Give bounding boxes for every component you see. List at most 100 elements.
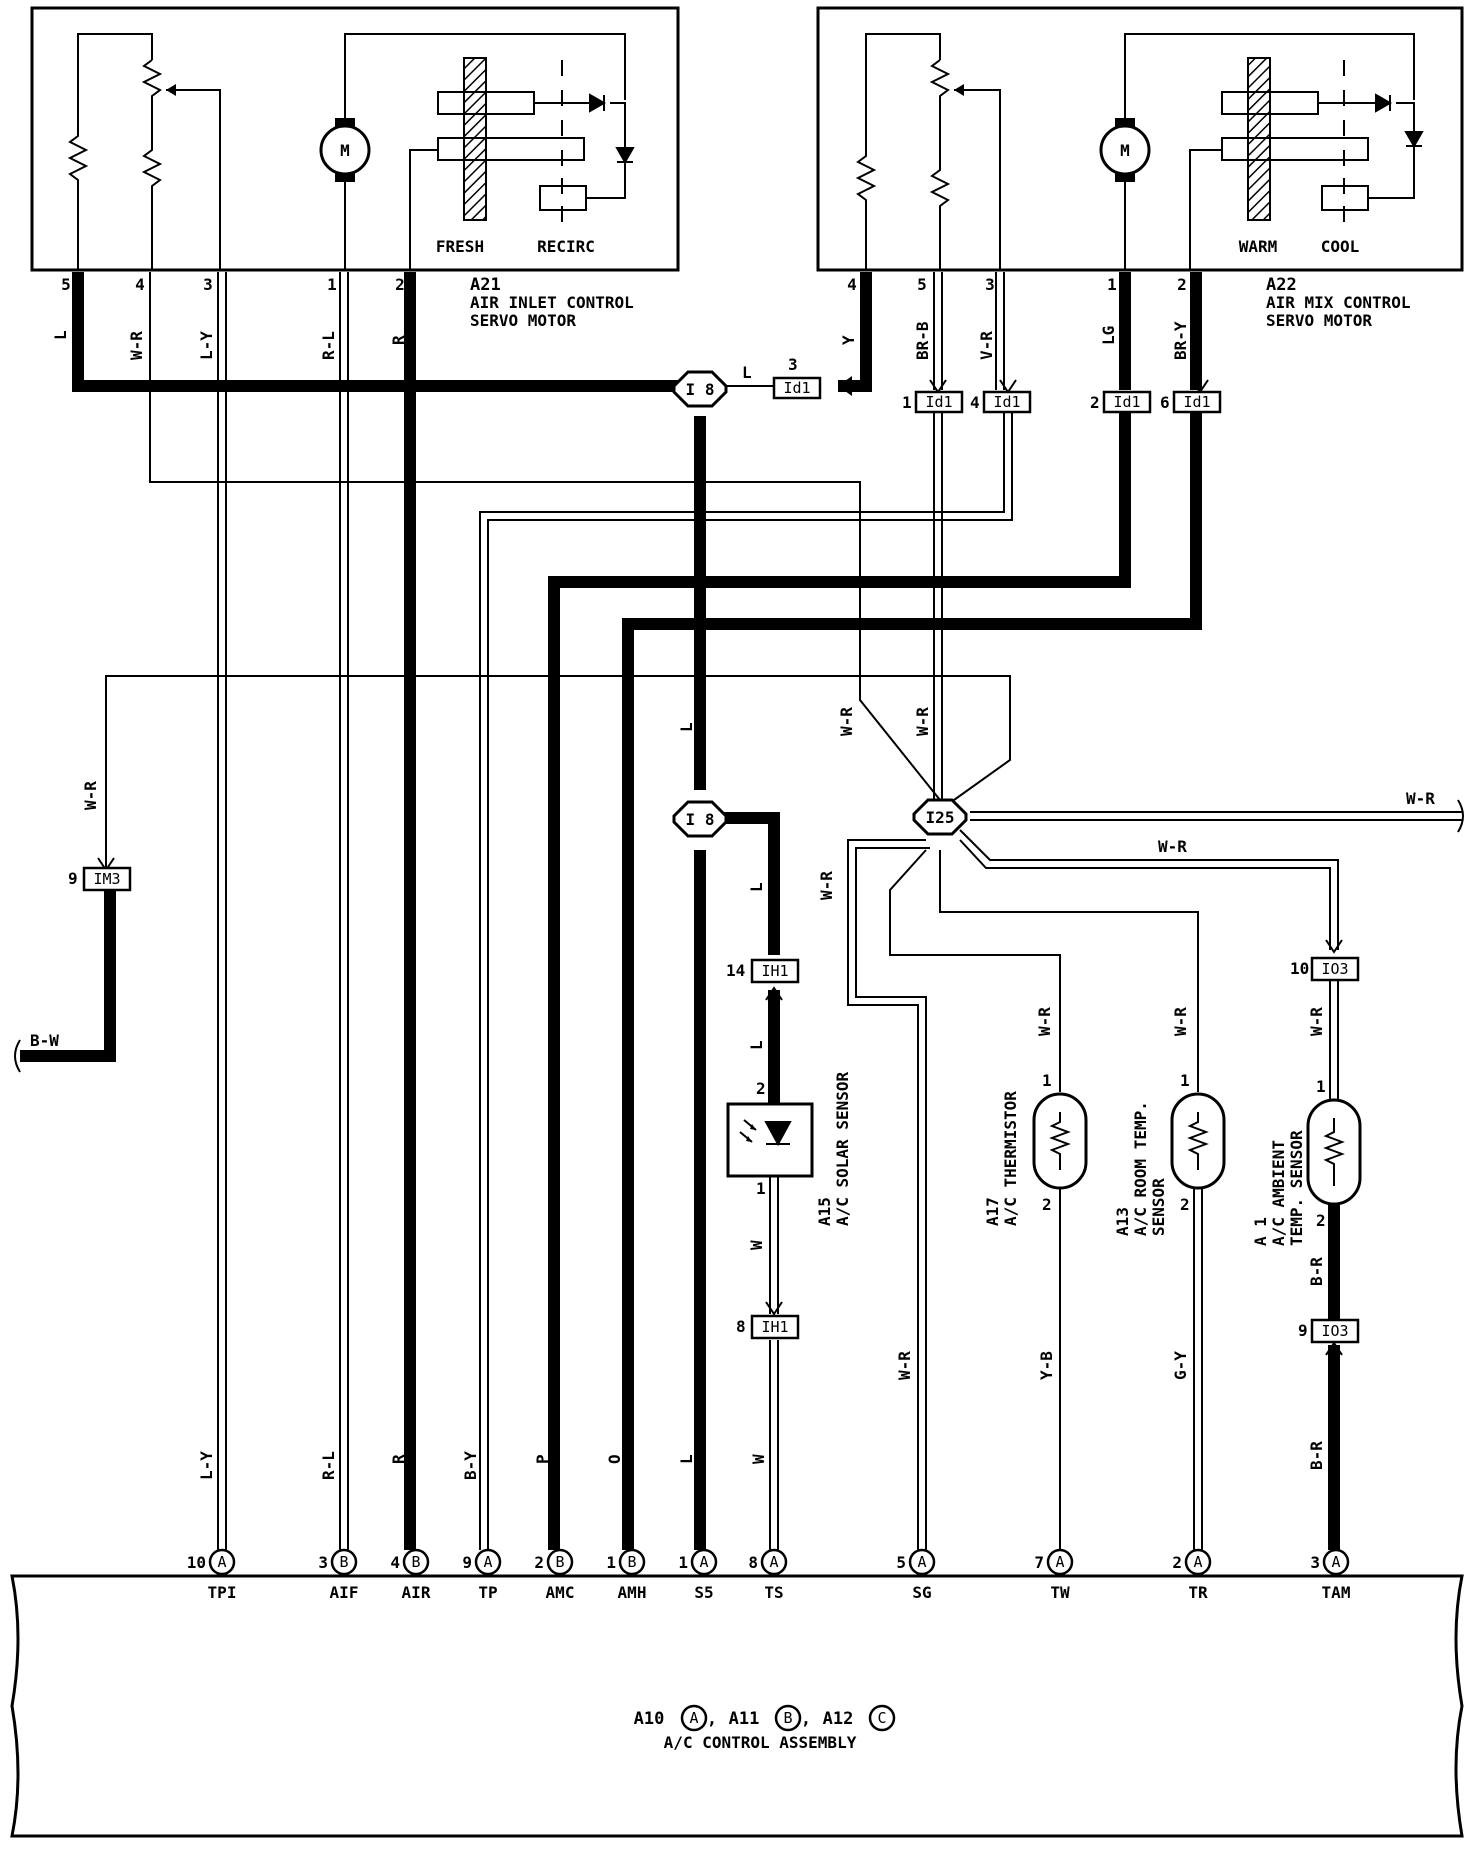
- svg-text:Id1: Id1: [783, 379, 810, 397]
- wire-label-l-i8: L: [742, 363, 752, 382]
- svg-text:2: 2: [1090, 393, 1100, 412]
- svg-text:1: 1: [756, 1179, 766, 1198]
- svg-text:A: A: [1055, 1553, 1064, 1571]
- svg-text:A12: A12: [823, 1709, 854, 1729]
- junction-i25: I25: [912, 798, 968, 836]
- svg-text:8: 8: [748, 1553, 758, 1572]
- connector-ih1-14: IH1 14: [726, 958, 800, 984]
- a1-name-line1: A/C AMBIENT: [1269, 1140, 1288, 1246]
- svg-text:2: 2: [1042, 1195, 1052, 1214]
- wire-label-wr-i25-left: W-R: [837, 707, 856, 736]
- a22-name-line2: SERVO MOTOR: [1266, 311, 1372, 330]
- a22-pin-2: 2: [1177, 275, 1187, 294]
- svg-text:IO3: IO3: [1321, 1322, 1348, 1340]
- terminal-tr: A 2 TR: [1172, 1548, 1212, 1602]
- a1-id: A 1: [1251, 1217, 1270, 1246]
- svg-text:3: 3: [1310, 1553, 1320, 1572]
- svg-text:2: 2: [1316, 1211, 1326, 1230]
- wire-label-o-bottom: O: [605, 1454, 624, 1464]
- wire-label-r-bottom: R: [389, 1454, 408, 1464]
- svg-text:4: 4: [390, 1553, 400, 1572]
- svg-text:B: B: [339, 1553, 348, 1571]
- a21-id: A21: [470, 275, 501, 295]
- a22-air-mix-servo: M WARM COOL: [816, 6, 1464, 272]
- wire-label-wr-io3: W-R: [1158, 837, 1187, 856]
- a13-id: A13: [1113, 1207, 1132, 1236]
- svg-text:A: A: [769, 1553, 778, 1571]
- wire-label-w-bottom: W: [749, 1454, 768, 1464]
- svg-text:AMC: AMC: [546, 1583, 575, 1602]
- wire-label-wr-a1: W-R: [1307, 1007, 1326, 1036]
- wire-label-wr-a13: W-R: [1171, 1007, 1190, 1036]
- wire-label-l-bottom: L: [677, 1454, 696, 1464]
- wire-label-ly-a21: L-Y: [197, 331, 216, 360]
- svg-text:TS: TS: [764, 1583, 783, 1602]
- wire-label-l-i8-vertical: L: [677, 722, 696, 732]
- terminal-amc: B 2 AMC: [534, 1548, 575, 1602]
- wire-label-wr-sg-upper: W-R: [817, 871, 836, 900]
- svg-text:TP: TP: [478, 1583, 497, 1602]
- junction-i8-upper: I 8: [672, 370, 728, 408]
- wire-label-bry-a22: BR-Y: [1171, 321, 1190, 360]
- wire-label-wr-right: W-R: [1406, 789, 1435, 808]
- svg-text:IM3: IM3: [93, 870, 120, 888]
- a17-thermistor: 1 2 A17 A/C THERMISTOR: [983, 1071, 1088, 1226]
- wire-label-br-upper: B-R: [1307, 1257, 1326, 1286]
- svg-text:A11: A11: [729, 1709, 760, 1729]
- wire-label-rl-bottom: R-L: [319, 1451, 338, 1480]
- a21-motor-symbol: M: [340, 141, 350, 160]
- svg-text:IH1: IH1: [761, 962, 788, 980]
- connector-io3-9: IO3 9: [1298, 1318, 1360, 1344]
- wire-label-l-solar: L: [747, 1040, 766, 1050]
- wire-color-labels: L W-R L-Y R-L R L Y BR-B V-R LG BR-Y W-R…: [30, 321, 1435, 1480]
- a13-name-line1: A/C ROOM TEMP.: [1131, 1101, 1150, 1236]
- svg-text:2: 2: [756, 1079, 766, 1098]
- svg-text:2: 2: [534, 1553, 544, 1572]
- wire-label-r-a21: R: [389, 335, 408, 345]
- svg-text:9: 9: [68, 869, 78, 888]
- a13-name-line2: SENSOR: [1149, 1178, 1168, 1236]
- svg-text:3: 3: [788, 355, 798, 374]
- connector-id1-2: Id1 2: [1090, 390, 1152, 414]
- a22-motor-symbol: M: [1120, 141, 1130, 160]
- svg-text:10: 10: [1290, 959, 1309, 978]
- terminal-aif: B 3 AIF: [318, 1548, 358, 1602]
- wires: [14, 272, 1464, 1550]
- wire-label-y-a22: Y: [839, 335, 858, 345]
- a15-id: A15: [815, 1197, 834, 1226]
- terminal-sg: A 5 SG: [896, 1548, 936, 1602]
- a22-name-line1: AIR MIX CONTROL: [1266, 293, 1411, 312]
- svg-text:2: 2: [1172, 1553, 1182, 1572]
- wire-label-wr-a17: W-R: [1035, 1007, 1054, 1036]
- svg-text:C: C: [877, 1709, 886, 1727]
- svg-text:1: 1: [1042, 1071, 1052, 1090]
- wire-label-wr-sg: W-R: [895, 1351, 914, 1380]
- terminal-amh: B 1 AMH: [606, 1548, 646, 1602]
- junction-i8-lower: I 8: [672, 800, 728, 838]
- svg-text:9: 9: [1298, 1321, 1308, 1340]
- connector-id1-1: Id1 1: [902, 390, 964, 414]
- a21-pin-2: 2: [395, 275, 405, 294]
- svg-text:1: 1: [902, 393, 912, 412]
- svg-text:4: 4: [970, 393, 980, 412]
- wire-label-by-bottom: B-Y: [461, 1451, 480, 1480]
- svg-text:IO3: IO3: [1321, 960, 1348, 978]
- wire-label-bw: B-W: [30, 1031, 59, 1050]
- svg-text:A: A: [1331, 1553, 1340, 1571]
- svg-text:A: A: [483, 1553, 492, 1571]
- wire-label-brb-a22: BR-B: [913, 321, 932, 360]
- connector-id1-6: Id1 6: [1160, 390, 1222, 414]
- svg-text:Id1: Id1: [925, 393, 952, 411]
- svg-text:B: B: [783, 1709, 792, 1727]
- a22-warm-label: WARM: [1239, 237, 1278, 256]
- svg-text:,: ,: [801, 1709, 811, 1729]
- a15-solar-sensor: 2 1 A15 A/C SOLAR SENSOR: [726, 1072, 852, 1226]
- wire-label-l-ih1: L: [747, 882, 766, 892]
- svg-text:10: 10: [187, 1553, 206, 1572]
- svg-text:B: B: [627, 1553, 636, 1571]
- svg-text:AIR: AIR: [402, 1583, 431, 1602]
- svg-text:Id1: Id1: [1113, 393, 1140, 411]
- svg-text:6: 6: [1160, 393, 1170, 412]
- svg-text:SG: SG: [912, 1583, 931, 1602]
